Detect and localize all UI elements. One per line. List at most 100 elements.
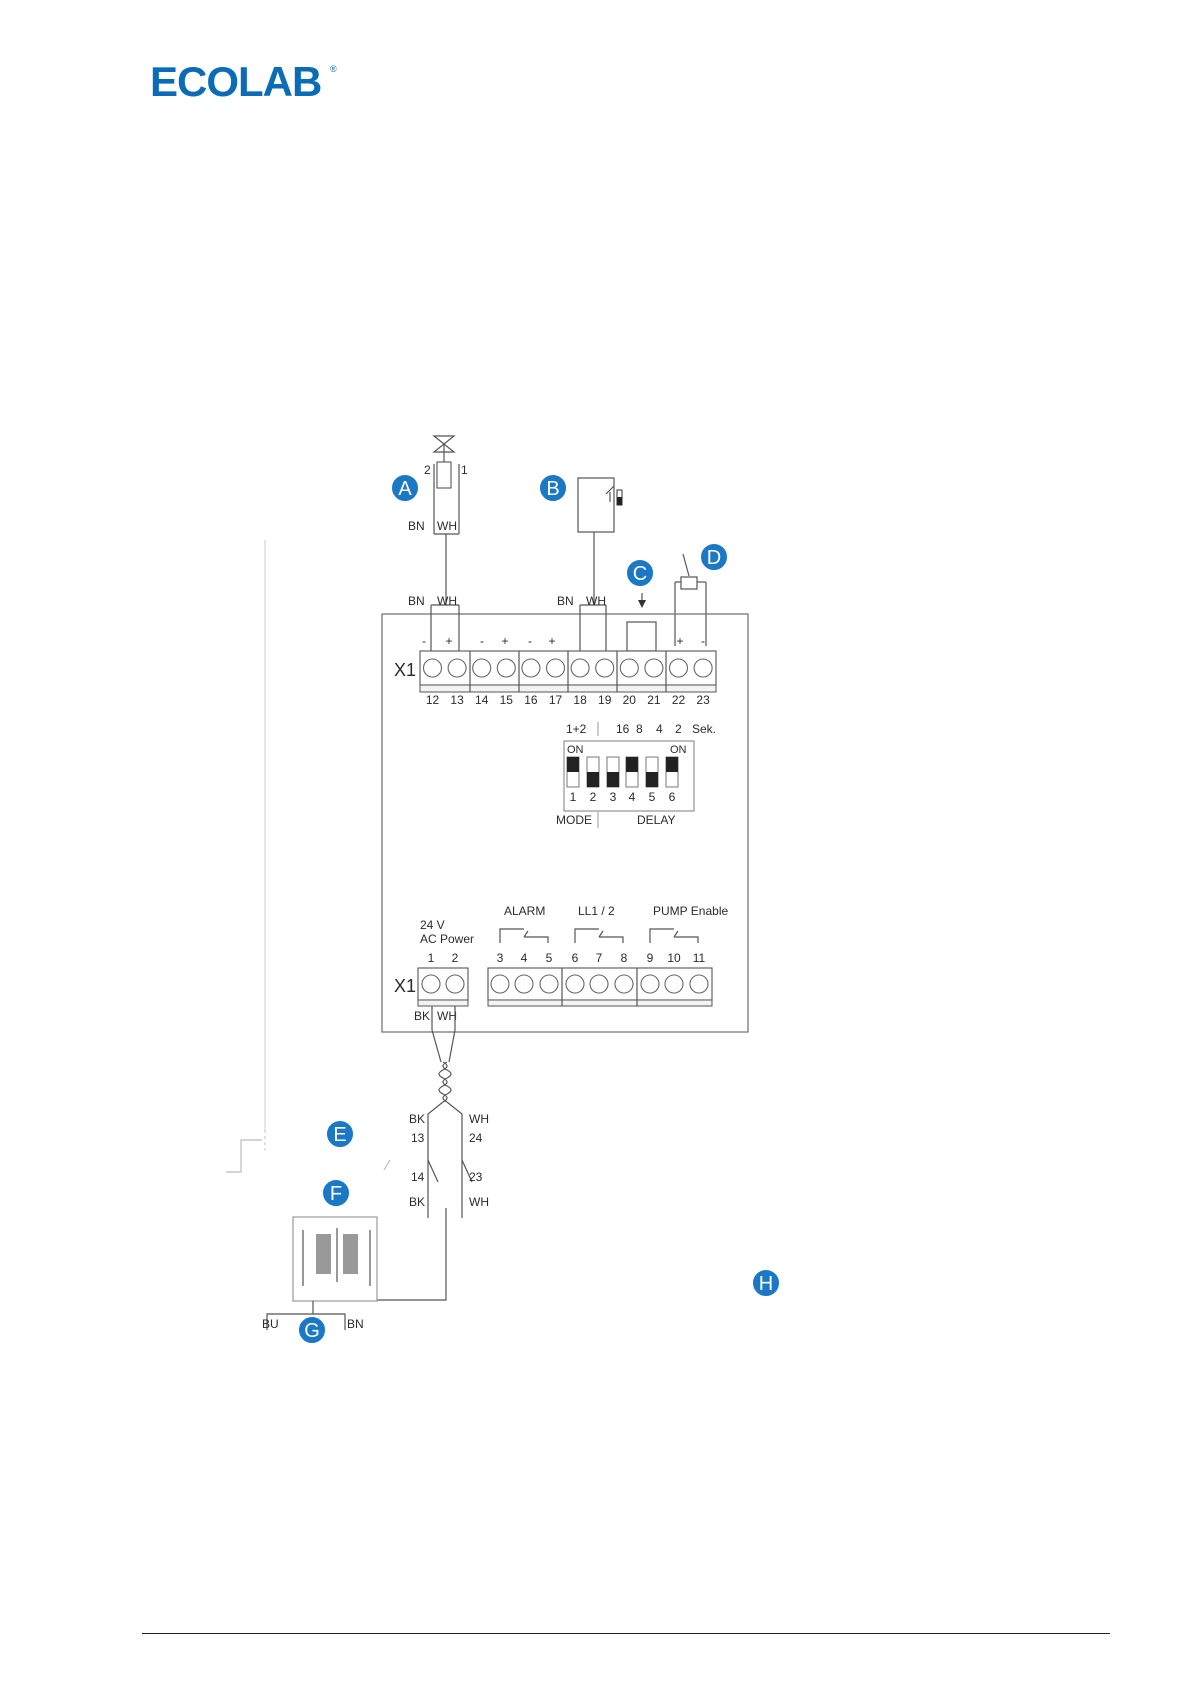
upper-terminal-16 (522, 659, 540, 677)
upper-polarity-mark: - (528, 634, 532, 648)
lower-terminal-number: 10 (667, 951, 681, 965)
lower-wire-right: WH (437, 1009, 457, 1023)
upper-wire-a-right: WH (437, 594, 457, 608)
callout-g: G (298, 1316, 326, 1344)
valve-symbol: 2 1 BN WH (408, 436, 468, 592)
upper-terminal-13 (448, 659, 466, 677)
upper-terminal-14 (473, 659, 491, 677)
relay-contact-alarm (500, 929, 548, 943)
callout-b-label: B (546, 478, 559, 500)
lower-terminal-6 (566, 975, 584, 993)
upper-terminal-block: X1 BN WH BN WH -+-+-++- 1213141516171819… (394, 592, 716, 707)
lower-terminal-8 (615, 975, 633, 993)
switch-bottom-right-pin: 23 (469, 1170, 483, 1184)
dip-delay-label: DELAY (637, 813, 675, 827)
dip-delay-2: 2 (675, 722, 682, 736)
dip-unit: Sek. (692, 722, 716, 736)
callout-e-label: E (333, 1124, 346, 1146)
leader-lines (226, 540, 265, 1172)
callout-d-label: D (707, 547, 721, 569)
lower-terminal-number: 1 (428, 951, 435, 965)
dip-switch: 1+2 16 8 4 2 Sek. ON ON 123456 MODE DELA… (556, 722, 716, 828)
upper-terminal-number: 16 (524, 693, 538, 707)
callout-b: B (539, 474, 567, 502)
lower-terminal-11 (690, 975, 708, 993)
upper-polarity-mark: - (701, 634, 705, 648)
dip-number: 6 (669, 790, 676, 804)
dip-on-right: ON (670, 744, 687, 756)
upper-terminal-number: 22 (672, 693, 686, 707)
callout-e: E (326, 1120, 354, 1148)
upper-wire-b-right: WH (586, 594, 606, 608)
upper-terminal-20 (620, 659, 638, 677)
upper-terminal-18 (571, 659, 589, 677)
dip-lever-1 (567, 757, 579, 772)
dip-delay-8: 8 (636, 722, 643, 736)
callout-f-label: F (330, 1183, 342, 1205)
valve-wire-left: BN (408, 519, 425, 533)
upper-terminal-23 (694, 659, 712, 677)
dip-lever-3 (607, 772, 619, 787)
callout-g-label: G (304, 1320, 320, 1342)
lower-block-name: X1 (394, 976, 416, 996)
dip-number: 3 (610, 790, 617, 804)
switch-top-right-wire: WH (469, 1112, 489, 1126)
switch-bottom-left-wire: BK (409, 1195, 425, 1209)
valve-pin-right: 1 (461, 463, 468, 477)
upper-polarity-mark: + (501, 634, 508, 648)
upper-terminal-17 (547, 659, 565, 677)
valve-wire-right: WH (437, 519, 457, 533)
power-label-line1: 24 V (420, 918, 445, 932)
callout-a-label: A (398, 478, 412, 500)
callout-h-label: H (759, 1273, 773, 1295)
upper-wire-a-left: BN (408, 594, 425, 608)
dip-number: 5 (649, 790, 656, 804)
lower-wire-left: BK (414, 1009, 430, 1023)
switch-bottom-left-pin: 14 (411, 1170, 425, 1184)
switch-top-left-wire: BK (409, 1112, 425, 1126)
power-label-line2: AC Power (420, 932, 474, 946)
relay-contact-pump (650, 929, 698, 943)
lower-terminal-7 (590, 975, 608, 993)
dip-delay-16: 16 (616, 722, 630, 736)
upper-polarity-mark: + (676, 634, 683, 648)
upper-terminal-19 (596, 659, 614, 677)
dip-on-left: ON (567, 744, 584, 756)
upper-terminal-number: 18 (573, 693, 587, 707)
callout-d: D (700, 543, 728, 571)
lower-terminal-number: 5 (546, 951, 553, 965)
callout-c-label: C (633, 563, 647, 585)
switch-top-left-pin: 13 (411, 1131, 425, 1145)
transformer: BU BN (262, 1217, 377, 1331)
upper-polarity-mark: - (480, 634, 484, 648)
upper-polarity-mark: + (548, 634, 555, 648)
lower-terminal-number: 4 (521, 951, 528, 965)
power-cable (428, 1006, 462, 1208)
callout-c: C (626, 559, 654, 587)
upper-terminal-21 (645, 659, 663, 677)
ll-label: LL1 / 2 (578, 904, 615, 918)
lower-terminal-10 (665, 975, 683, 993)
mains-left-wire: BU (262, 1317, 279, 1331)
upper-terminal-number: 14 (475, 693, 489, 707)
dip-number: 1 (570, 790, 577, 804)
dip-mode-label: MODE (556, 813, 592, 827)
dip-lever-5 (646, 772, 658, 787)
switch-top-right-pin: 24 (469, 1131, 483, 1145)
lower-terminal-number: 8 (621, 951, 628, 965)
upper-terminal-number: 13 (450, 693, 464, 707)
dip-number: 4 (629, 790, 636, 804)
switch-bottom-right-wire: WH (469, 1195, 489, 1209)
relay-contact-ll (575, 929, 623, 943)
upper-terminal-12 (424, 659, 442, 677)
dip-lever-4 (626, 757, 638, 772)
upper-terminal-15 (497, 659, 515, 677)
upper-terminal-number: 12 (426, 693, 440, 707)
upper-terminal-number: 19 (598, 693, 612, 707)
lower-terminal-number: 7 (596, 951, 603, 965)
pump-enable-label: PUMP Enable (653, 904, 728, 918)
dip-lever-2 (587, 772, 599, 787)
flow-sensor-symbol (675, 554, 706, 646)
dip-mode-top: 1+2 (566, 722, 587, 736)
